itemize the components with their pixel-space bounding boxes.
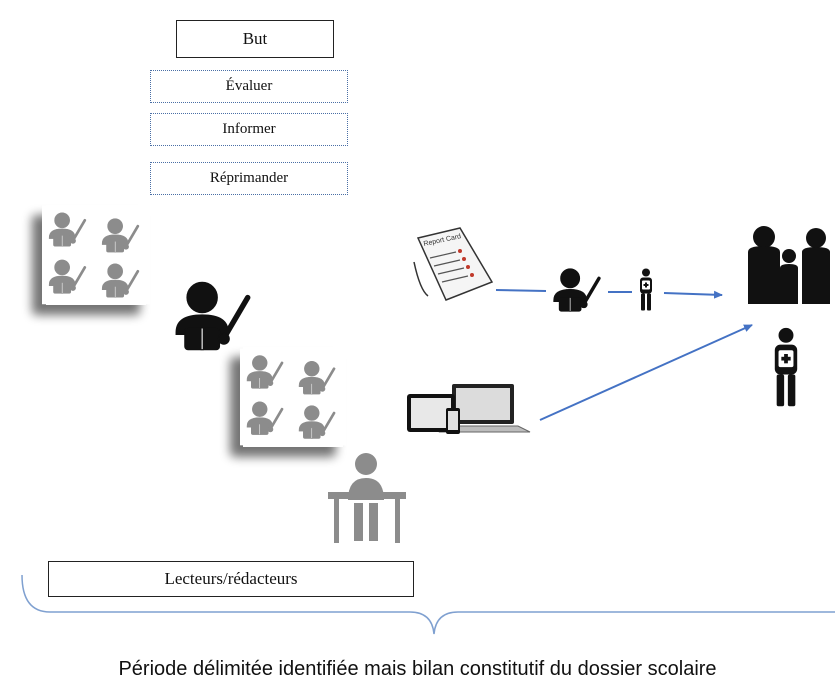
family-icon [748, 226, 830, 304]
purpose-box: But [176, 20, 334, 58]
student-icon [774, 327, 798, 407]
readers-label: Lecteurs/rédacteurs [164, 569, 298, 588]
purpose-label: But [242, 29, 268, 48]
class-group-icon [240, 347, 346, 447]
report-card-icon: Report Card [413, 227, 494, 301]
connector-line [495, 289, 547, 292]
purpose-option-label: Réprimander [209, 170, 289, 186]
purpose-option-reprimander: Réprimander [150, 162, 348, 195]
purpose-option-informer: Informer [150, 113, 348, 146]
readers-box: Lecteurs/rédacteurs [48, 561, 414, 597]
teacher-icon [176, 282, 248, 349]
arrow-to-family [663, 290, 723, 299]
arrow-from-devices [539, 324, 753, 421]
period-caption: Période délimitée identifiée mais bilan … [118, 658, 717, 680]
student-icon [640, 268, 652, 311]
class-group-icon [42, 205, 150, 305]
purpose-option-label: Informer [222, 121, 276, 137]
purpose-option-label: Évaluer [225, 78, 273, 94]
period-brace [21, 574, 835, 635]
teacher-icon [551, 266, 601, 314]
purpose-option-evaluer: Évaluer [150, 70, 348, 103]
devices-icon [407, 384, 531, 434]
desk-worker-icon [328, 453, 406, 543]
